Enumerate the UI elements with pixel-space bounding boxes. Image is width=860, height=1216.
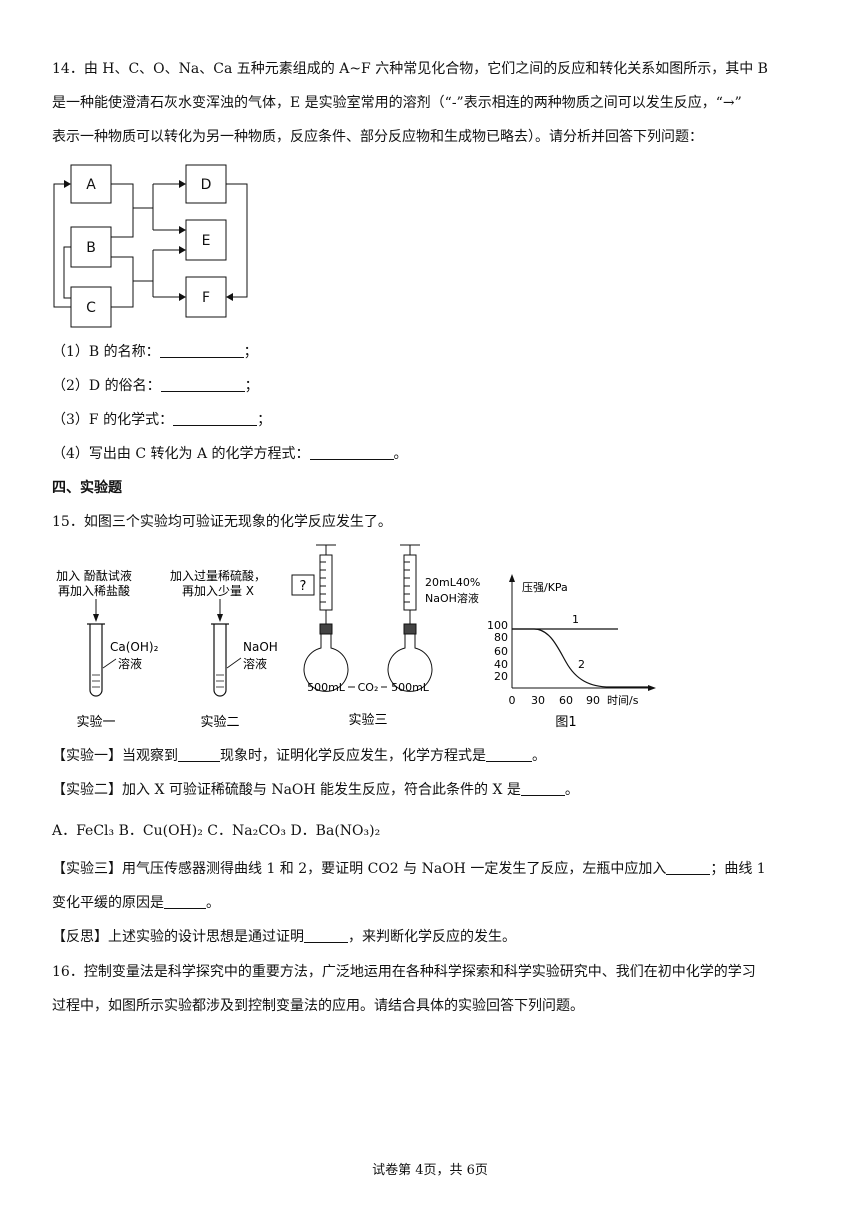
answer-blank[interactable] <box>164 894 206 909</box>
exp2-solution2: 溶液 <box>243 656 267 671</box>
left-flask-label: 500mL <box>307 681 346 694</box>
box-d-label: D <box>201 177 212 193</box>
answer-blank[interactable] <box>520 781 565 796</box>
box-f-label: F <box>202 290 210 306</box>
ytick: 80 <box>494 631 508 644</box>
ytick: 60 <box>494 645 508 658</box>
box-e <box>185 219 227 261</box>
q14-sub1-text: （1）B 的名称： <box>52 344 160 360</box>
answer-blank[interactable] <box>159 343 244 358</box>
exp2-question: 【实验二】加入 X 可验证稀硫酸与 NaOH 能发生反应，符合此条件的 X 是 <box>52 782 521 798</box>
experiment-3: ? 500mL CO₂ 20mL40% NaOH溶液 <box>291 544 480 728</box>
q15-exp3-question: 【实验三】用气压传感器测得曲线 1 和 2，要证明 CO2 与 NaOH 一定发… <box>52 859 766 879</box>
experiment-1: 加入 酚酞试液 再加入稀盐酸 Ca(OH)₂ 溶液 实验一 <box>56 568 158 730</box>
xtick: 0 <box>509 694 516 707</box>
q14-line2: 是一种能使澄清石灰水变浑浊的气体，E 是实验室常用的溶剂（“-”表示相连的两种物… <box>52 95 742 111</box>
exp1-question-b: 现象时，证明化学反应发生，化学方程式是 <box>220 748 486 764</box>
right-flask <box>387 634 433 692</box>
q15-experiments-figure: 加入 酚酞试液 再加入稀盐酸 Ca(OH)₂ 溶液 实验一 加入过量稀硫酸， 再… <box>56 544 656 730</box>
q14-sub2-text: （2）D 的俗名： <box>52 378 161 394</box>
reflection-a: 【反思】上述实验的设计思想是通过证明 <box>52 929 304 945</box>
answer-blank[interactable] <box>160 377 245 392</box>
q15-options: A．FeCl₃ B．Cu(OH)₂ C．Na₂CO₃ D．Ba(NO₃)₂ <box>52 823 381 839</box>
period: 。 <box>564 782 579 798</box>
q15-intro: 15．如图三个实验均可验证无现象的化学反应发生了。 <box>52 514 392 530</box>
answer-blank[interactable] <box>309 445 394 460</box>
q15-exp1-question: 【实验一】当观察到 现象时，证明化学反应发生，化学方程式是 。 <box>52 746 546 766</box>
exp1-label2: 再加入稀盐酸 <box>58 583 130 598</box>
exp3-caption: 实验三 <box>348 712 387 728</box>
period: 。 <box>393 446 408 462</box>
box-e-label: E <box>202 233 211 249</box>
q14-line3: 表示一种物质可以转化为另一种物质，反应条件、部分反应物和生成物已略去）。请分析并… <box>52 129 703 145</box>
exp1-label1: 加入 酚酞试液 <box>56 568 132 583</box>
pressure-graph: 压强/KPa 时间/s 100 80 60 40 20 0 30 60 90 1… <box>487 574 656 730</box>
q16-line1: 16．控制变量法是科学探究中的重要方法，广泛地运用在各种科学探索和科学实验研究中… <box>52 964 756 980</box>
q14-relation-diagram: A B C D E F <box>53 164 248 328</box>
exp1-caption: 实验一 <box>76 714 115 730</box>
test-tube-2 <box>213 624 227 697</box>
section-heading: 四、实验题 <box>52 480 122 496</box>
period: 。 <box>532 748 546 764</box>
xtick: 60 <box>559 694 573 707</box>
curve-2-label: 2 <box>578 658 585 671</box>
exp3-question-a: 【实验三】用气压传感器测得曲线 1 和 2，要证明 CO2 与 NaOH 一定发… <box>52 861 667 877</box>
graph-xlabel: 时间/s <box>607 694 639 707</box>
answer-blank[interactable] <box>173 411 258 426</box>
exp2-solution1: NaOH <box>243 640 278 654</box>
right-flask-label: 500mL <box>391 681 430 694</box>
q15-exp2-question: 【实验二】加入 X 可验证稀硫酸与 NaOH 能发生反应，符合此条件的 X 是 。 <box>52 780 579 800</box>
question-mark-box <box>291 574 315 596</box>
left-syringe <box>316 544 336 635</box>
xtick: 90 <box>586 694 600 707</box>
semicolon: ； <box>244 378 259 394</box>
q14-line1: 14．由 H、C、O、Na、Ca 五种元素组成的 A~F 六种常见化合物，它们之… <box>52 61 768 77</box>
exp2-label1: 加入过量稀硫酸， <box>170 568 266 583</box>
exp2-label2: 再加入少量 X <box>182 584 254 598</box>
box-c-label: C <box>86 300 96 316</box>
q15-exp3-question-cont: 变化平缓的原因是 。 <box>52 893 220 913</box>
page-footer: 试卷第 4页，共 6页 <box>372 1163 488 1178</box>
period: 。 <box>206 895 220 911</box>
ytick: 100 <box>487 619 508 632</box>
q16-line2: 过程中，如图所示实验都涉及到控制变量法的应用。请结合具体的实验回答下列问题。 <box>52 998 584 1014</box>
q14-sub2: （2）D 的俗名： ； <box>52 376 259 396</box>
exp1-question-a: 【实验一】当观察到 <box>52 748 178 764</box>
right-syringe <box>400 544 420 635</box>
answer-blank[interactable] <box>486 747 532 762</box>
test-tube-1 <box>89 624 103 697</box>
q14-sub3-text: （3）F 的化学式： <box>52 412 174 428</box>
semicolon: ； <box>243 344 258 360</box>
graph-caption: 图1 <box>555 715 576 730</box>
answer-blank[interactable] <box>178 747 220 762</box>
reflection-b: ，来判断化学反应的发生。 <box>348 929 516 945</box>
q15-reflection: 【反思】上述实验的设计思想是通过证明 ，来判断化学反应的发生。 <box>52 927 516 947</box>
curve-1-label: 1 <box>572 613 579 626</box>
box-b-label: B <box>86 240 96 256</box>
exp3-question-b: ；曲线 1 <box>710 861 766 877</box>
answer-blank[interactable] <box>304 928 348 943</box>
semicolon: ； <box>257 412 272 428</box>
xtick: 30 <box>531 694 545 707</box>
exp1-solution1: Ca(OH)₂ <box>110 640 159 654</box>
left-flask <box>303 634 349 692</box>
experiment-2: 加入过量稀硫酸， 再加入少量 X NaOH 溶液 实验二 <box>170 568 278 730</box>
box-a-label: A <box>86 177 96 193</box>
ytick: 20 <box>494 670 508 683</box>
gas-label: CO₂ <box>358 681 379 694</box>
exp1-solution2: 溶液 <box>118 656 142 671</box>
ytick: 40 <box>494 658 508 671</box>
answer-blank[interactable] <box>666 860 711 875</box>
q14-sub4: （4）写出由 C 转化为 A 的化学方程式： 。 <box>52 444 408 464</box>
exp3-question-c: 变化平缓的原因是 <box>52 895 164 911</box>
q14-sub3: （3）F 的化学式： ； <box>52 410 271 430</box>
syringe-label2: NaOH溶液 <box>425 591 479 605</box>
curve-2 <box>512 628 650 688</box>
exp2-caption: 实验二 <box>200 714 239 730</box>
q14-sub4-text: （4）写出由 C 转化为 A 的化学方程式： <box>52 446 310 462</box>
syringe-label1: 20mL40% <box>425 576 480 589</box>
graph-ylabel: 压强/KPa <box>522 581 568 594</box>
q14-sub1: （1）B 的名称： ； <box>52 342 258 362</box>
exp3-question: ? <box>300 579 307 594</box>
